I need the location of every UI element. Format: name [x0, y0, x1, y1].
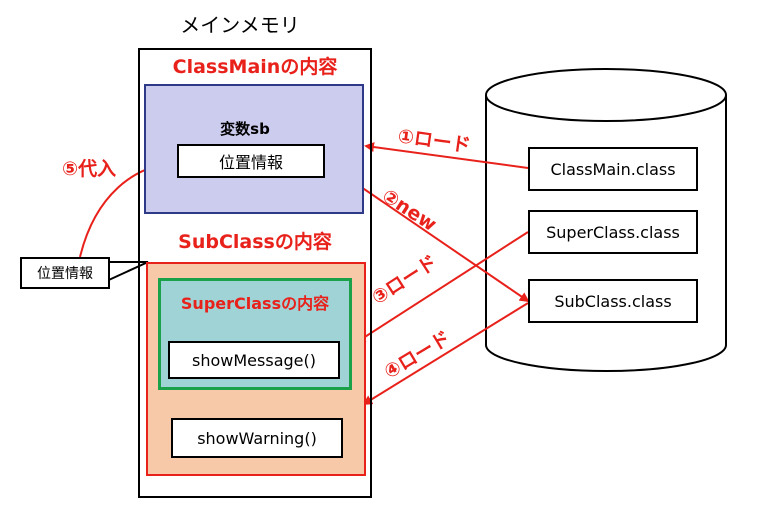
superclass-title: SuperClassの内容	[180, 294, 330, 313]
file-superclass: SuperClass.class	[528, 210, 698, 254]
memory-title: メインメモリ	[180, 13, 300, 37]
arrow-load-3	[355, 231, 529, 344]
showwarning-box: showWarning()	[171, 418, 343, 458]
file-classmain: ClassMain.class	[528, 147, 698, 191]
showmessage-box: showMessage()	[168, 341, 340, 379]
arrow-load-4	[362, 302, 529, 406]
file-subclass: SubClass.class	[528, 279, 698, 323]
arrow-load-1	[364, 142, 529, 169]
variable-value-box: 位置情報	[177, 144, 325, 178]
label-assign-5: ⑤代入	[62, 158, 117, 180]
callout-box: 位置情報	[20, 257, 110, 289]
classmain-title: ClassMainの内容	[172, 56, 338, 78]
main-memory-box	[138, 48, 372, 498]
subclass-title: SubClassの内容	[178, 231, 332, 253]
variable-label: 変数sb	[220, 120, 270, 138]
